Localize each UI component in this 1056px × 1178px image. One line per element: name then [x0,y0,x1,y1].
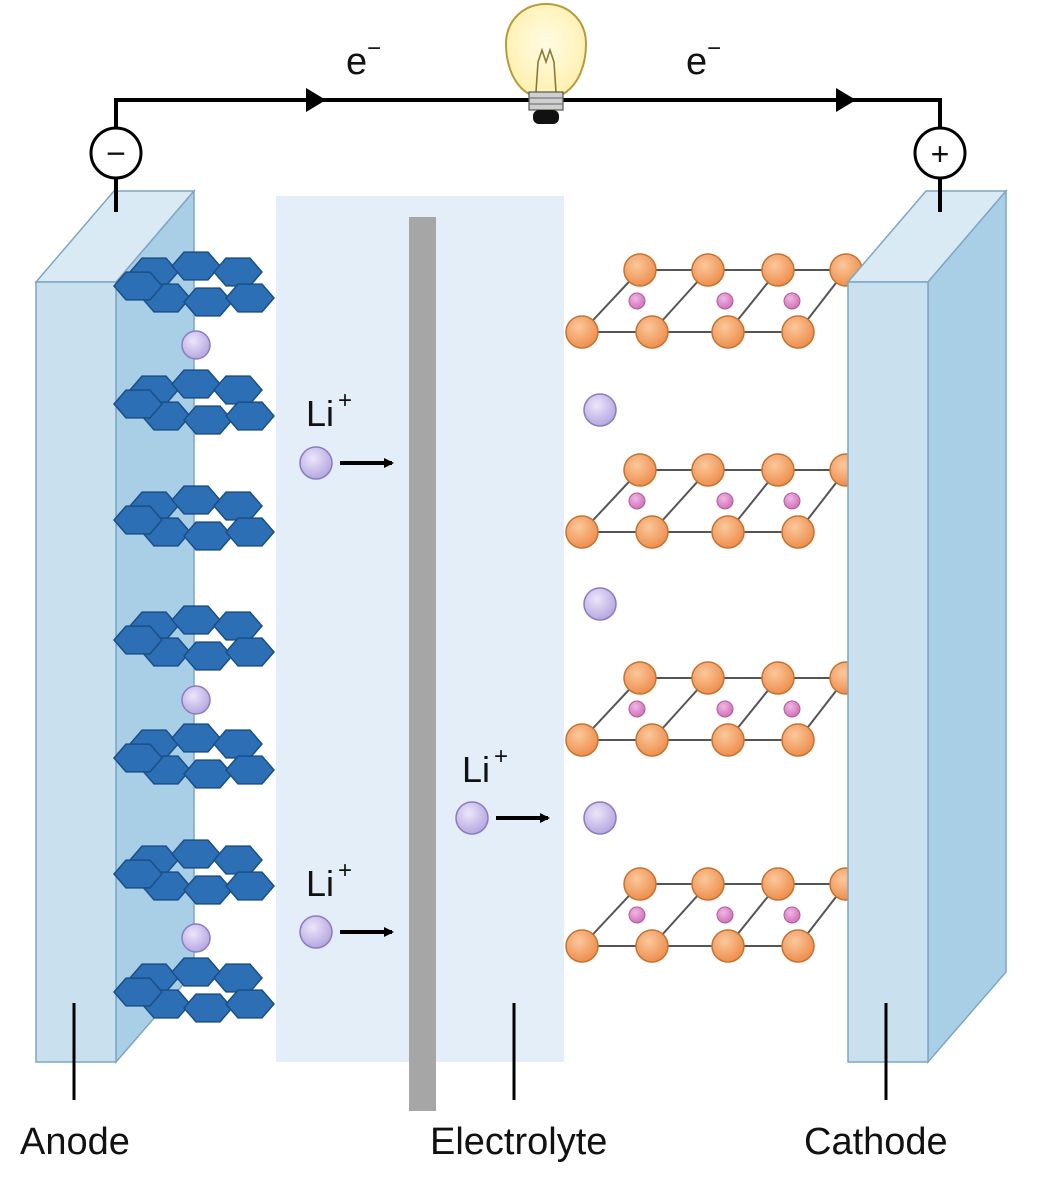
electrolyte-label: Electrolyte [430,1121,607,1163]
oxide-atom [691,661,725,695]
metal-atom [716,292,734,310]
electron-charge-left: − [367,35,381,62]
oxide-atom [623,453,657,487]
oxide-atom [711,929,745,963]
migrating-ion-middle: Li + [455,743,550,835]
li-ion-charge: + [338,387,352,414]
li-ion-label: Li [306,393,334,434]
oxide-atom [781,723,815,757]
oxide-atom [623,253,657,287]
oxide-atom [691,453,725,487]
oxide-atom [711,723,745,757]
metal-atom [783,492,801,510]
oxide-atom [761,867,795,901]
oxide-layer [565,867,863,963]
oxide-atom [635,515,669,549]
oxide-atom [623,867,657,901]
anode-label: Anode [20,1121,130,1163]
lithium-ion [181,330,211,360]
metal-atom [783,292,801,310]
lithium-ion [583,587,617,621]
external-circuit [114,88,942,212]
oxide-atom [781,929,815,963]
metal-atom [628,700,646,718]
cathode-electrode [846,188,1008,1065]
plus-circle-icon: + [913,126,967,180]
oxide-atom [623,661,657,695]
electron-flow-arrow-left [306,88,326,112]
oxide-atom [711,515,745,549]
graphite-layer [113,839,275,905]
lithium-ion [583,801,617,835]
oxide-atom [565,929,599,963]
graphite-layers [113,251,275,1023]
metal-atom [716,906,734,924]
metal-atom [783,906,801,924]
metal-atom [628,492,646,510]
graphite-layer [113,251,275,317]
graphite-layer [113,369,275,435]
lithium-ion [583,393,617,427]
oxide-layer [565,453,863,549]
oxide-atom [565,315,599,349]
oxide-atom [635,315,669,349]
oxide-atom [711,315,745,349]
positive-terminal-symbol: + [931,136,950,172]
negative-terminal-symbol: − [106,135,126,173]
graphite-layer [113,957,275,1023]
graphite-layer [113,605,275,671]
oxide-atom [565,515,599,549]
oxide-atom [761,453,795,487]
lightbulb-icon [504,2,588,124]
lithium-ion [181,685,211,715]
metal-atom [716,492,734,510]
migrating-ion-bottom: Li + [299,857,394,949]
electron-charge-right: − [707,35,721,62]
anode-lithium-ions [181,330,211,953]
oxide-layer [565,661,863,757]
separator [409,217,436,1111]
metal-atom [628,292,646,310]
electron-flow-arrow-right [836,88,856,112]
oxide-atom [761,253,795,287]
oxide-atom [781,315,815,349]
li-ion-charge: + [494,743,508,770]
metal-atom [628,906,646,924]
oxide-atom [691,867,725,901]
graphite-layer [113,723,275,789]
oxide-atom [781,515,815,549]
metal-atom [783,700,801,718]
oxide-atom [565,723,599,757]
migrating-ion-top: Li + [299,387,394,480]
metal-atom [716,700,734,718]
oxide-layer [565,253,863,349]
li-ion-charge: + [338,857,352,884]
cathode-label: Cathode [804,1121,948,1163]
oxide-atom [635,723,669,757]
electron-label-left: e [346,41,367,83]
graphite-layer [113,485,275,551]
oxide-atom [691,253,725,287]
li-ion-label: Li [306,863,334,904]
oxide-atom [635,929,669,963]
lithium-ion [181,923,211,953]
electron-label-right: e [686,41,707,83]
li-ion-label: Li [462,749,490,790]
cathode-lithium-ions [583,393,617,835]
oxide-atom [761,661,795,695]
minus-circle-icon: − [89,126,143,180]
